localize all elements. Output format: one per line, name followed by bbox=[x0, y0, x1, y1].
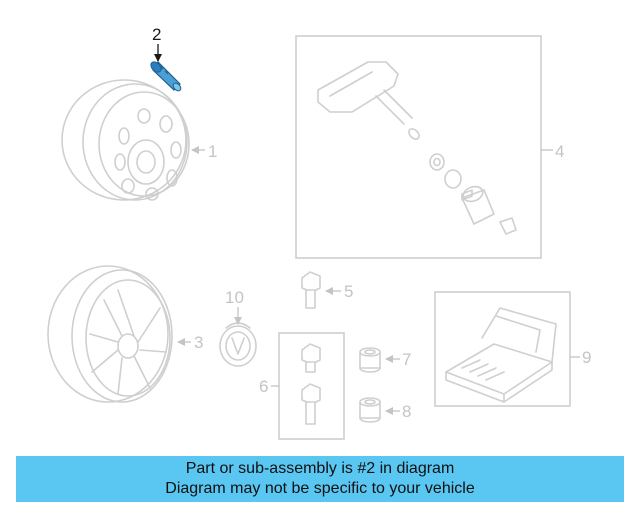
callout-8: 8 bbox=[402, 402, 411, 421]
callout-1: 1 bbox=[208, 142, 217, 161]
lug-bolt-part-5[interactable] bbox=[301, 271, 321, 309]
steel-wheel-part-1[interactable] bbox=[61, 79, 190, 201]
alloy-wheel-part-3[interactable] bbox=[47, 265, 173, 403]
callout-6: 6 bbox=[259, 377, 268, 396]
callout-2: 2 bbox=[152, 25, 161, 44]
wheel-nut-part-7[interactable] bbox=[359, 347, 381, 373]
tpms-sensor-part-4[interactable] bbox=[317, 61, 517, 235]
callout-4: 4 bbox=[555, 142, 564, 161]
callout-3: 3 bbox=[194, 333, 203, 352]
tool-kit-box bbox=[434, 291, 571, 407]
banner-line-1: Part or sub-assembly is #2 in diagram bbox=[185, 460, 455, 477]
callout-7: 7 bbox=[402, 350, 411, 369]
banner-line-2: Diagram may not be specific to your vehi… bbox=[165, 480, 475, 497]
parts-diagram: 2 1 3 10 4 5 6 7 8 9 bbox=[47, 25, 591, 440]
tool-kit-part-9[interactable] bbox=[445, 189, 557, 403]
valve-stem-part-2[interactable] bbox=[149, 60, 182, 92]
lug-kit-part-6[interactable] bbox=[301, 343, 321, 425]
info-banner: Part or sub-assembly is #2 in diagram Di… bbox=[16, 456, 624, 502]
center-cap-part-10[interactable] bbox=[219, 322, 257, 367]
tpms-sensor-box bbox=[295, 35, 542, 259]
callout-5: 5 bbox=[344, 282, 353, 301]
wheel-nut-part-8[interactable] bbox=[359, 397, 381, 423]
callout-10: 10 bbox=[225, 288, 244, 307]
callout-9: 9 bbox=[582, 348, 591, 367]
